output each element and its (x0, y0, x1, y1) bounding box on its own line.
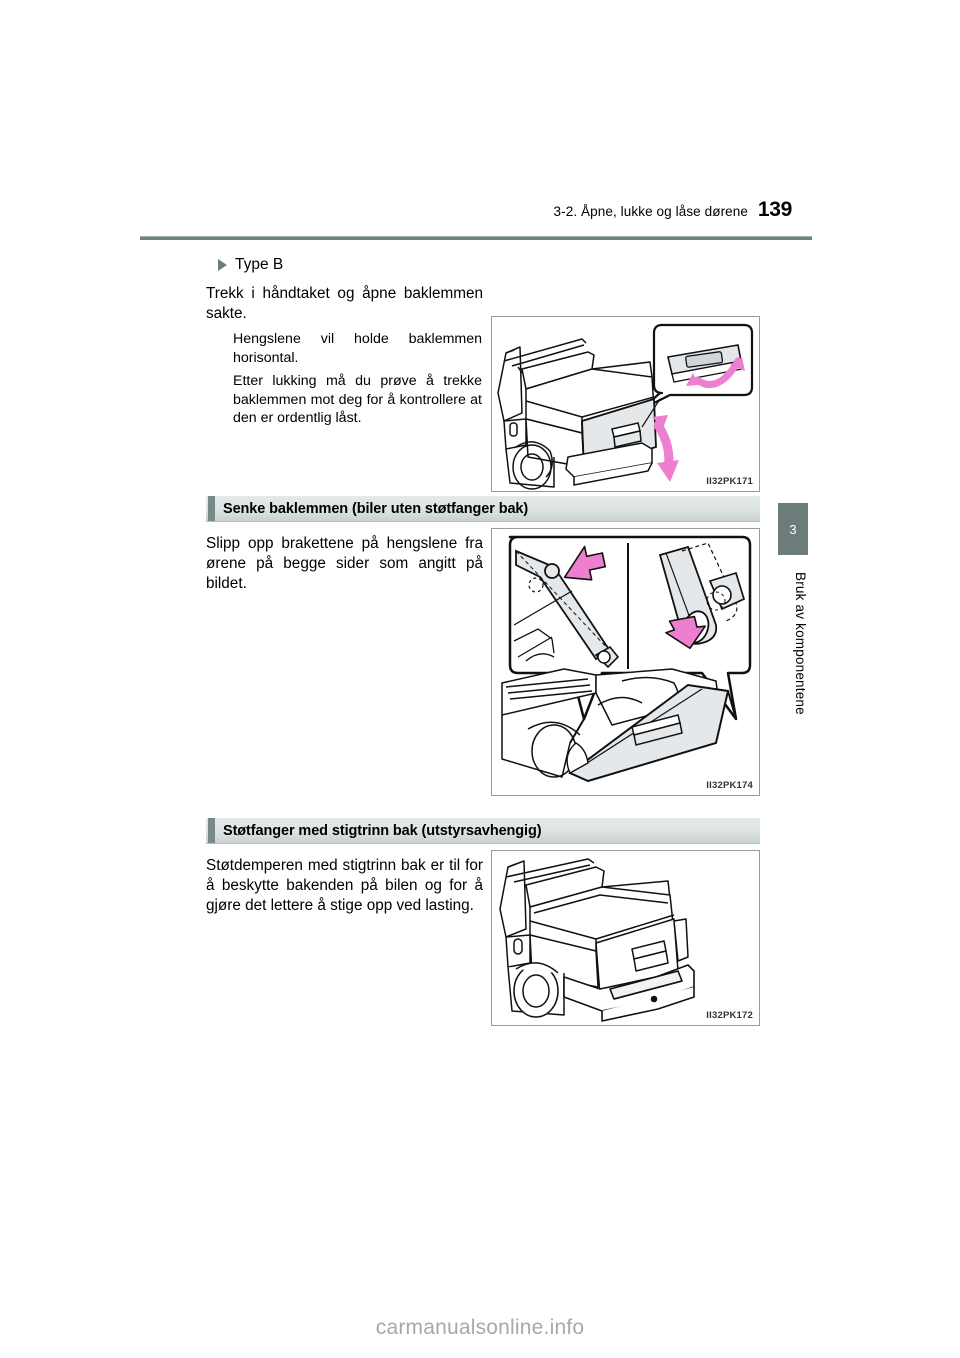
section-header-rear-step-bumper: Støtfanger med stigtrinn bak (utstyrsavh… (206, 818, 760, 844)
header-rule (140, 236, 812, 240)
page-number: 139 (757, 198, 792, 221)
block-type-b: Trekk i håndtaket og åpne baklemmen sakt… (206, 284, 760, 492)
figure-tailgate-open: II32PK171 (491, 316, 760, 492)
paragraph-lead: Støtdemperen med stigtrinn bak er til fo… (206, 857, 483, 914)
chapter-tab: 3 (778, 503, 808, 555)
block-rear-step-bumper-text: Støtdemperen med stigtrinn bak er til fo… (206, 844, 483, 922)
section-header-lower-tailgate: Senke baklemmen (biler uten støtfanger b… (206, 496, 760, 522)
header-section-title: 3-2. Åpne, lukke og låse dørene (553, 204, 748, 219)
figure-code: II32PK174 (706, 780, 753, 791)
paragraph-sub-2: Etter lukking må du prøve å trekke bakle… (233, 373, 482, 426)
type-b-heading: Type B (218, 256, 760, 274)
figure-rear-bumper-art (499, 858, 695, 1022)
figure-hinge-brackets: II32PK174 (491, 528, 760, 796)
block-lower-tailgate-text: Slipp opp brakettene på hengslene fra ør… (206, 522, 483, 600)
paragraph-lead: Trekk i håndtaket og åpne baklemmen sakt… (206, 285, 483, 322)
type-b-label: Type B (235, 256, 284, 273)
figure-rear-bumper: II32PK172 (491, 850, 760, 1026)
block-lower-tailgate: Slipp opp brakettene på hengslene fra ør… (206, 522, 760, 812)
chapter-side-label: Bruk av komponentene (793, 572, 808, 715)
paragraph-lead: Slipp opp brakettene på hengslene fra ør… (206, 535, 483, 592)
section-header-label: Senke baklemmen (biler uten støtfanger b… (223, 500, 529, 517)
block-rear-step-bumper: Støtdemperen med stigtrinn bak er til fo… (206, 844, 760, 1044)
section-header-label: Støtfanger med stigtrinn bak (utstyrsavh… (223, 822, 542, 839)
block-type-b-text: Trekk i håndtaket og åpne baklemmen sakt… (206, 284, 483, 433)
chapter-tab-number: 3 (789, 521, 797, 537)
figure-code: II32PK171 (706, 476, 753, 487)
page-header: 3-2. Åpne, lukke og låse dørene 139 (0, 198, 960, 248)
figure-tailgate-open-art (497, 323, 754, 490)
content-column: Type B Trekk i håndtaket og åpne baklemm… (206, 248, 760, 1044)
triangle-bullet-icon (218, 259, 227, 271)
site-watermark: carmanualsonline.info (375, 1316, 585, 1339)
figure-code: II32PK172 (706, 1010, 753, 1021)
paragraph-sub-1: Hengslene vil holde baklemmen horisontal… (233, 331, 482, 366)
figure-hinge-brackets-art (501, 535, 752, 783)
